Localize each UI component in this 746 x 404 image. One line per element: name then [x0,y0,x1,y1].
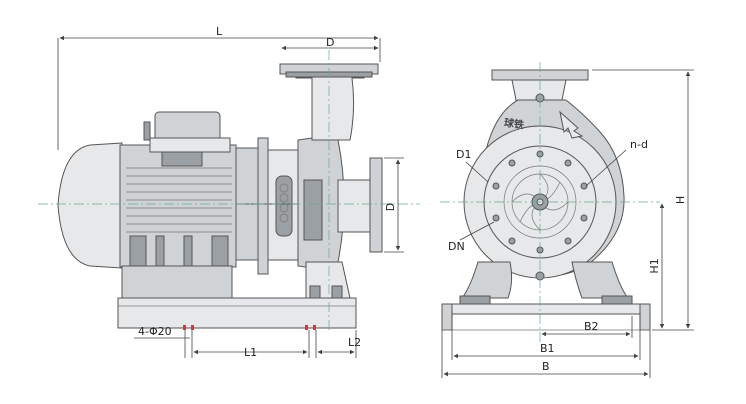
outlet-pipe [295,71,365,141]
front-view: 球铁 [440,62,660,342]
dim-B1-label: B1 [540,342,555,355]
dim-DN-label: DN [448,240,465,253]
suction-pipe [337,179,373,233]
dim-H1-label: H1 [648,258,661,273]
dim-B-label: B [542,360,550,373]
dim-H-label: H [674,196,687,204]
motor-fins [126,167,232,233]
coupling [279,183,289,223]
dim-D-top-label: D [326,36,334,49]
dim-D-side-label: D [384,203,397,211]
motor-fan-cover [57,142,123,269]
dim-D1-label: D1 [456,148,471,161]
front-dimensions: D1 DN n-d H H1 B2 B1 B [441,69,694,378]
dim-n-d-label: n-d [630,138,648,151]
base-plate [117,297,357,329]
dim-L-label: L [216,25,223,38]
side-dimensions: L D D 4-Φ20 L1 L2 [57,25,404,359]
brand-mark: 球铁 [503,116,525,132]
flow-arrow [559,110,584,139]
front-base [451,303,641,315]
dim-holes-label: 4-Φ20 [138,325,172,338]
dim-L1-label: L1 [244,346,257,359]
suction-flange [369,157,383,253]
side-view [38,50,420,330]
dim-B2-label: B2 [584,320,599,333]
dim-L2-label: L2 [348,336,361,349]
